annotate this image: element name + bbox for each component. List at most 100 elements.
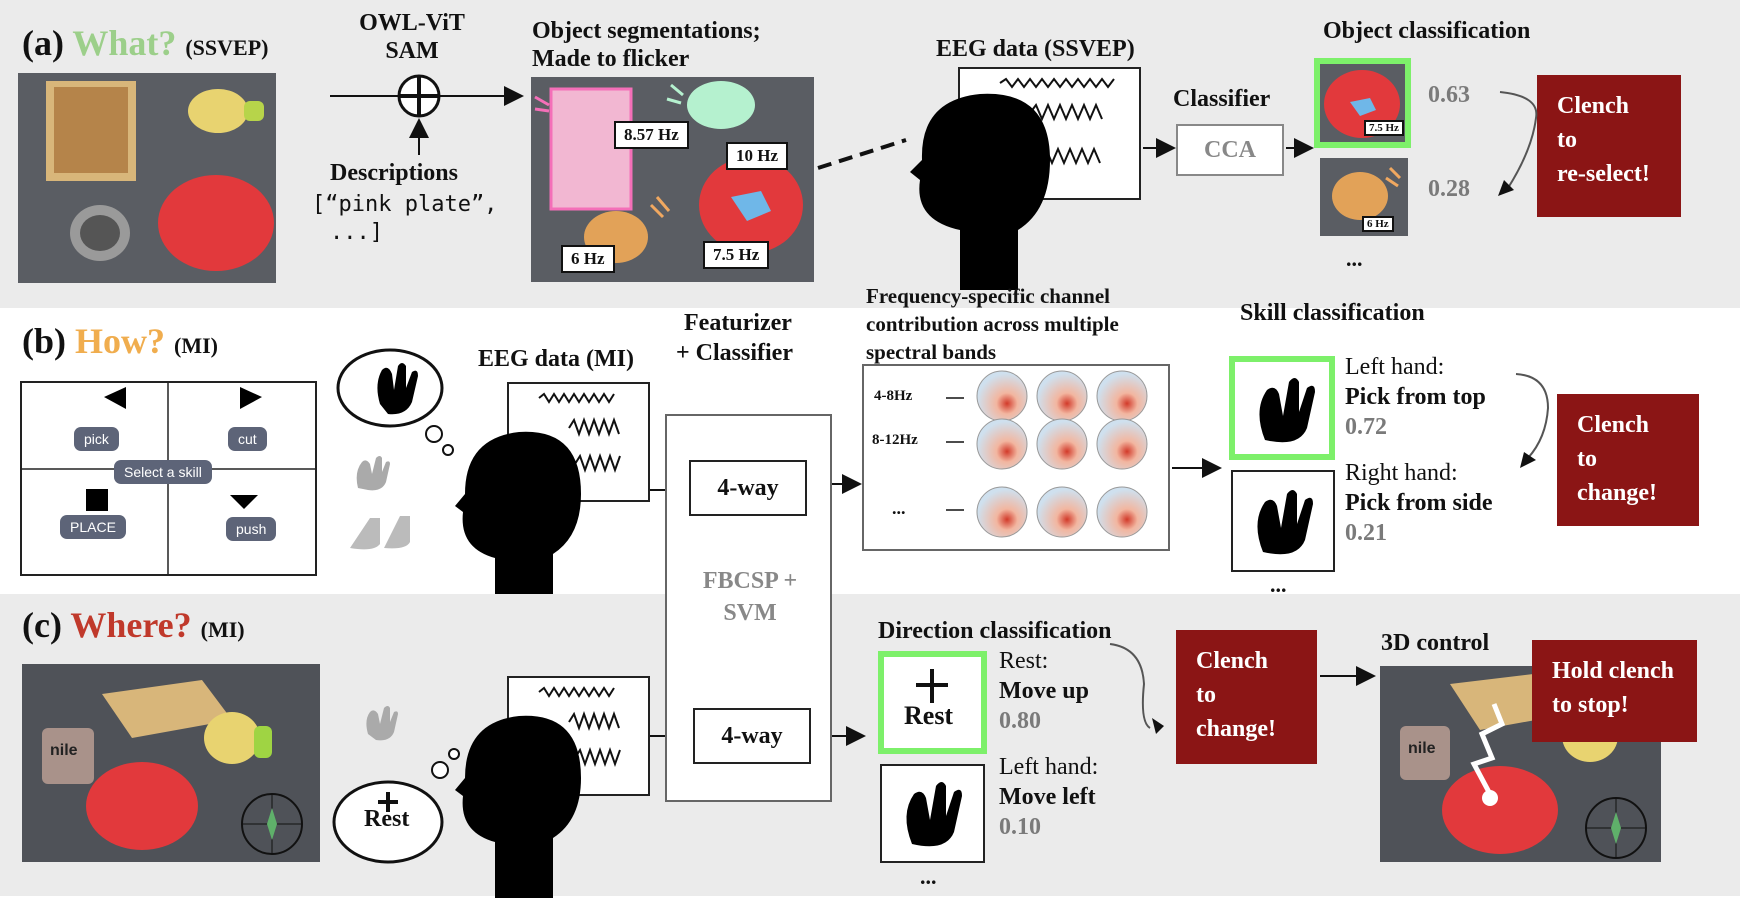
scene-objects xyxy=(46,81,274,271)
hand-gray-icon xyxy=(356,456,390,491)
thumb-label-1: 7.5 Hz xyxy=(1364,120,1404,136)
feet-icon xyxy=(350,516,410,550)
ellipsis-b: ... xyxy=(1270,572,1287,597)
seg-title-2: Made to flicker xyxy=(532,46,690,72)
right-hand-icon xyxy=(1257,490,1313,555)
descriptions-label: Descriptions xyxy=(330,160,458,186)
dir-opt1-hand: Rest: xyxy=(999,648,1049,674)
reselect-line3: re-select! xyxy=(1557,161,1650,187)
skill-opt1-score: 0.72 xyxy=(1345,414,1387,440)
skill-pick-button[interactable]: pick xyxy=(74,427,119,451)
skill-cut-button[interactable]: cut xyxy=(228,427,267,451)
freq-label-orange: 6 Hz xyxy=(561,245,615,273)
dir-opt1-score: 0.80 xyxy=(999,708,1041,734)
skill-opt1-action: Pick from top xyxy=(1345,384,1486,410)
plus-rest-icon xyxy=(916,669,948,703)
hand-wave-icon xyxy=(377,363,418,415)
panel-where: (c) Where? (MI) nile Rest xyxy=(0,594,1740,898)
right-arrow-icon xyxy=(240,387,262,409)
classifier-label: Classifier xyxy=(1173,86,1271,112)
dir-opt2-hand: Left hand: xyxy=(999,754,1099,780)
eeg-ssvep-title: EEG data (SSVEP) xyxy=(936,36,1135,62)
band-label-1: 4-8Hz xyxy=(874,388,913,404)
skill-opt2-score: 0.21 xyxy=(1345,520,1387,546)
left-hand-direction-box xyxy=(880,764,985,863)
change-b-line3: change! xyxy=(1577,480,1657,506)
panel-c-paradigm: (MI) xyxy=(200,617,245,642)
left-hand-icon-c xyxy=(906,782,962,847)
freq-title-2: contribution across multiple xyxy=(866,312,1119,336)
skill-place-button[interactable]: PLACE xyxy=(60,515,126,539)
change-b-line2: to xyxy=(1577,446,1597,472)
down-arrow-icon xyxy=(230,495,258,509)
change-alert-b: Clench to change! xyxy=(1557,394,1699,526)
thought-bubble-c xyxy=(332,706,460,864)
panel-b-tag: (b) xyxy=(22,321,66,361)
change-c-line3: change! xyxy=(1196,716,1276,742)
panel-c-tag: (c) xyxy=(22,605,62,645)
panel-a-paradigm: (SSVEP) xyxy=(185,35,269,60)
head-silhouette-c xyxy=(455,715,581,898)
model-sam: SAM xyxy=(385,38,439,64)
select-skill-label: Select a skill xyxy=(114,460,212,484)
square-icon xyxy=(86,489,108,511)
svm-label: SVM xyxy=(723,600,777,626)
rest-box-label: Rest xyxy=(904,701,954,730)
descriptions-line2: ...] xyxy=(330,220,383,245)
freq-label-green: 10 Hz xyxy=(726,142,789,170)
thumb-label-2: 6 Hz xyxy=(1362,216,1394,232)
change-alert-c: Clench to change! xyxy=(1176,630,1317,764)
classifier-label-b: + Classifier xyxy=(676,340,793,366)
seg-title-1: Object segmentations; xyxy=(532,18,761,44)
panel-c-arrows xyxy=(650,643,1376,746)
selected-skill-box xyxy=(1229,356,1335,460)
hold-line1: Hold clench xyxy=(1552,658,1675,684)
change-c-line1: Clench xyxy=(1196,648,1268,674)
eeg-mi-wave-b xyxy=(538,392,621,473)
control-title: 3D control xyxy=(1381,630,1490,656)
panel-c-title: Where? xyxy=(70,605,192,645)
band-label-2: 8-12Hz xyxy=(872,432,918,448)
mug-text-control: nile xyxy=(1408,740,1436,757)
skill-selector: pick cut Select a skill PLACE push xyxy=(20,381,317,576)
freq-label-pink: 8.57 Hz xyxy=(614,121,689,149)
hold-clench-alert: Hold clench to stop! xyxy=(1532,640,1697,742)
scene-objects-c xyxy=(42,680,303,855)
fourway-box-c: 4-way xyxy=(693,708,811,764)
ellipsis-a: ... xyxy=(1346,246,1363,271)
fourway-box-b: 4-way xyxy=(689,460,807,516)
topomaps xyxy=(946,370,1148,538)
mug-thumb: 6 Hz xyxy=(1320,158,1408,236)
skill-push-button[interactable]: push xyxy=(226,517,277,541)
object-classification-title: Object classification xyxy=(1323,18,1531,44)
mug-text-c: nile xyxy=(50,742,78,759)
skill-classification-title: Skill classification xyxy=(1240,300,1425,326)
panel-what: (a) What? (SSVEP) OWL-ViT SAM Descriptio… xyxy=(0,0,1740,308)
head-silhouette-b xyxy=(455,431,581,614)
skill-opt1-hand: Left hand: xyxy=(1345,354,1445,380)
panel-a-tag: (a) xyxy=(22,23,64,63)
selected-direction-box: Rest xyxy=(878,651,987,754)
change-c-line2: to xyxy=(1196,682,1216,708)
panel-c-heading: (c) Where? (MI) xyxy=(22,604,245,646)
cca-box: CCA xyxy=(1176,124,1284,176)
panel-b-paradigm: (MI) xyxy=(174,333,218,358)
panel-a-heading: (a) What? (SSVEP) xyxy=(22,22,268,64)
score-a-2: 0.28 xyxy=(1428,176,1470,202)
freq-title-3: spectral bands xyxy=(866,340,997,364)
rest-thought-label: Rest xyxy=(364,806,410,832)
featurizer-label: Featurizer xyxy=(684,310,792,336)
eeg-mi-wave-c xyxy=(538,686,621,767)
reselect-line2: to xyxy=(1557,127,1577,153)
scene-photo-a xyxy=(18,73,276,283)
reselect-alert: Clench to re-select! xyxy=(1537,75,1681,217)
scene-photo-c: nile xyxy=(22,664,320,862)
dir-opt2-action: Move left xyxy=(999,784,1096,810)
freq-title-1: Frequency-specific channel xyxy=(866,284,1111,308)
reselect-line1: Clench xyxy=(1557,93,1629,119)
ellipsis-c: ... xyxy=(920,864,937,889)
panel-a-arrows xyxy=(330,74,1538,196)
thought-bubble-b xyxy=(336,348,454,550)
hold-line2: to stop! xyxy=(1552,692,1629,718)
head-silhouette-a xyxy=(910,93,1050,290)
